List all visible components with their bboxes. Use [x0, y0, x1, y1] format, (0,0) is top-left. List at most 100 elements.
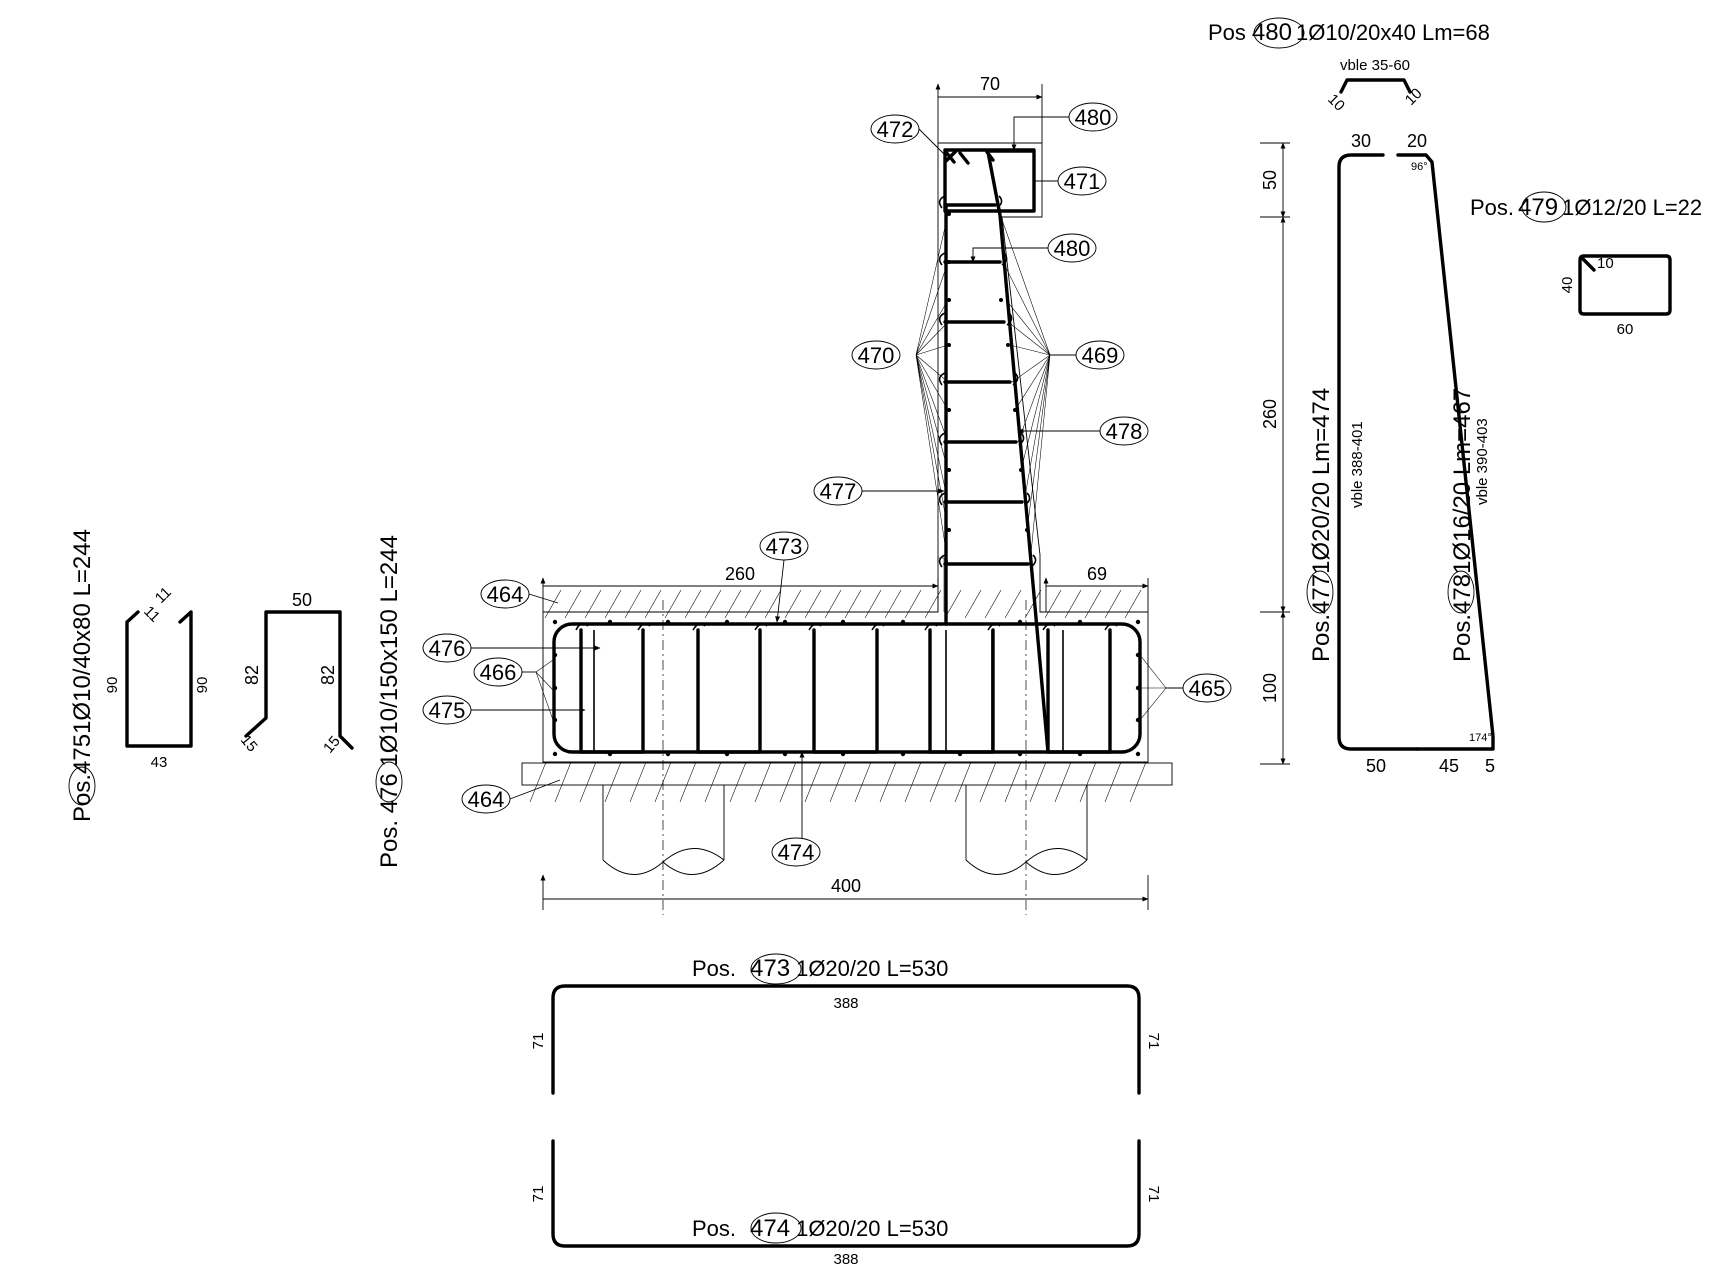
pos479-hook: 10 — [1597, 255, 1614, 272]
pos473-number-bubble — [750, 953, 802, 985]
callout-470: 470 — [851, 340, 901, 370]
callout-464-bottom: 464 — [461, 779, 561, 814]
callout-480-mid: 480 — [970, 233, 1097, 263]
pos480-variable: vble 35-60 — [1340, 57, 1410, 74]
pos473-left: 71 — [530, 1033, 547, 1050]
callout-476: 476 — [422, 633, 601, 663]
pos476-top: 50 — [292, 590, 312, 610]
dim-footing-width-text: 400 — [831, 876, 861, 896]
svg-text:466: 466 — [480, 660, 517, 685]
pos478-angle-bottom: 174° — [1469, 732, 1492, 744]
pos478-angle-top: 96° — [1411, 161, 1428, 173]
pos478-number-bubble — [1447, 570, 1475, 614]
pos478-hook: 5 — [1485, 756, 1495, 776]
concrete-outline — [542, 142, 1149, 763]
pos477-variable: vble 388-401 — [1349, 421, 1366, 508]
svg-text:469: 469 — [1082, 343, 1119, 368]
pos475-label: Pos.4751Ø10/40x80 L=244 — [69, 529, 96, 822]
pos475-hook1: 11 — [140, 603, 163, 626]
pos475-hook2: 11 — [152, 584, 175, 607]
pos477-top: 30 — [1351, 131, 1371, 151]
pos477-shape — [1337, 153, 1419, 751]
dim-slab-right: 69 — [1046, 564, 1148, 612]
stirrups-475 — [575, 622, 1118, 754]
callout-465: 465 — [1166, 673, 1232, 703]
callout-464-top: 464 — [480, 579, 559, 609]
dim-stem-width: 70 — [938, 74, 1042, 143]
svg-text:475: 475 — [429, 698, 466, 723]
callout-480-top: 480 — [1011, 102, 1118, 151]
pos475-left: 90 — [104, 677, 121, 694]
callout-478: 478 — [1017, 416, 1149, 446]
pos480-hook1: 10 — [1324, 91, 1348, 115]
pos475-number-bubble — [68, 766, 96, 806]
pos473-length: 388 — [833, 995, 858, 1012]
dim-height-260: 260 — [1260, 399, 1280, 429]
pos476-label: Pos. 476 1Ø10/150x150 L=244 — [376, 535, 403, 868]
longitudinal-bar-dots — [552, 212, 1141, 757]
pos480-number-bubble — [1253, 17, 1305, 49]
callout-466: 466 — [473, 657, 536, 687]
soil-hatch-bottom — [529, 762, 1147, 802]
pos476-number-bubble — [375, 761, 403, 803]
pos478-shape — [1396, 153, 1495, 751]
svg-text:478: 478 — [1106, 419, 1143, 444]
pos478-top: 20 — [1407, 131, 1427, 151]
svg-text:465: 465 — [1189, 676, 1226, 701]
links-480 — [938, 195, 1037, 568]
svg-text:464: 464 — [468, 787, 505, 812]
pos474-left: 71 — [530, 1186, 547, 1203]
pos477-number-bubble — [1306, 570, 1334, 614]
pos477-bottom: 50 — [1366, 756, 1386, 776]
piles — [602, 600, 1088, 915]
svg-text:477: 477 — [820, 479, 857, 504]
bar-schedule-476: Pos. 476 1Ø10/150x150 L=244 50 82 82 15 … — [237, 535, 403, 868]
pos476-left: 82 — [242, 665, 262, 685]
soil-hatch-top — [544, 590, 1142, 618]
leader-fan-469 — [999, 213, 1051, 565]
callout-469: 469 — [1050, 340, 1125, 370]
bar-schedule-475: Pos.4751Ø10/40x80 L=244 11 11 90 90 43 — [68, 529, 211, 822]
svg-text:480: 480 — [1075, 105, 1112, 130]
stem-bar-478 — [986, 150, 1050, 754]
pos478-label: Pos.4781Ø16/20 Lm=467 — [1449, 388, 1476, 662]
pos479-number-bubble — [1521, 191, 1567, 223]
callout-475: 475 — [422, 695, 586, 725]
dim-slab-right-text: 69 — [1087, 564, 1107, 584]
pos480-hook2: 10 — [1402, 85, 1426, 109]
pos479-width: 60 — [1617, 321, 1634, 338]
pos473-right: 71 — [1145, 1033, 1162, 1050]
callout-472: 472 — [870, 114, 946, 156]
dim-height-50: 50 — [1260, 170, 1280, 190]
svg-text:470: 470 — [858, 343, 895, 368]
pos478-bottom: 45 — [1439, 756, 1459, 776]
svg-text:464: 464 — [487, 582, 524, 607]
dim-footing-width: 400 — [543, 875, 1148, 910]
pos477-label: Pos.4771Ø20/20 Lm=474 — [1308, 388, 1335, 662]
leader-fan-470 — [915, 213, 949, 565]
pos474-number-bubble — [750, 1212, 802, 1244]
svg-text:472: 472 — [877, 117, 914, 142]
cross-section: 70 260 69 400 50 260 100 — [422, 74, 1290, 915]
callout-477: 477 — [813, 476, 945, 506]
pos474-length: 388 — [833, 1251, 858, 1267]
pos476-right: 82 — [318, 665, 338, 685]
pos479-height: 40 — [1559, 277, 1576, 294]
pos478-variable: vble 390-403 — [1474, 418, 1491, 505]
svg-text:474: 474 — [778, 840, 815, 865]
lean-concrete — [521, 762, 1173, 786]
dim-heights: 50 260 100 — [1260, 142, 1290, 765]
svg-text:473: 473 — [766, 534, 803, 559]
pos475-bottom: 43 — [151, 754, 168, 771]
callout-471: 471 — [1034, 166, 1107, 196]
callout-473: 473 — [759, 531, 809, 623]
dim-height-100: 100 — [1260, 673, 1280, 703]
